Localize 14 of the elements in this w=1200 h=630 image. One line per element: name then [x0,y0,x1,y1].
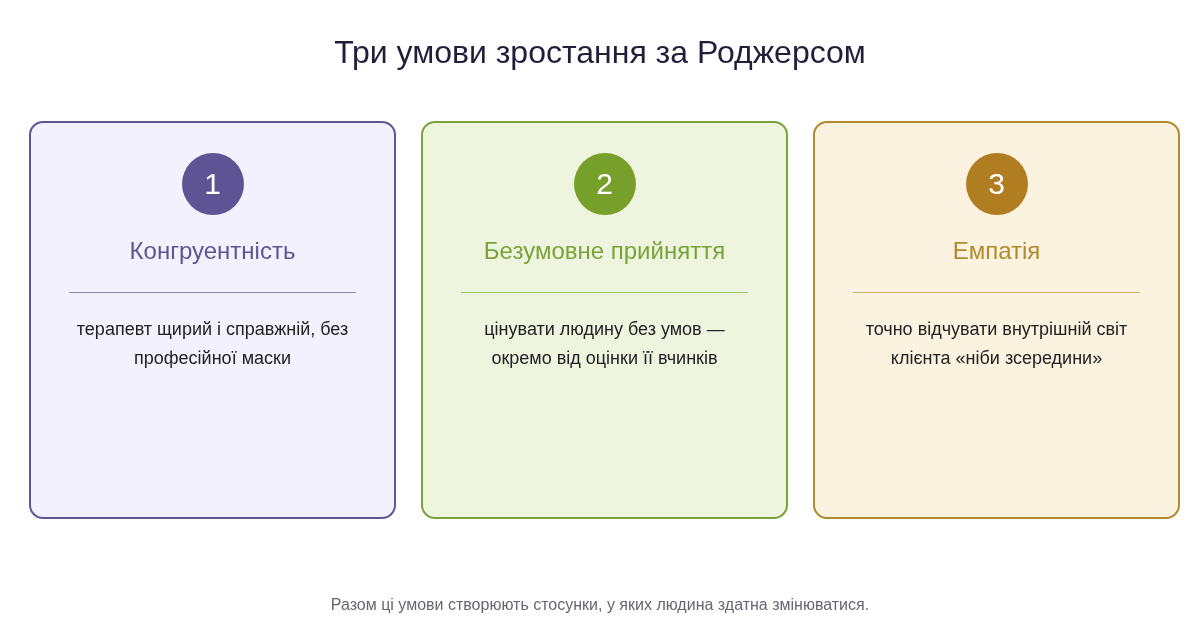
caption: Разом ці умови створюють стосунки, у яких людина здатна змінюватися. [329,596,871,614]
card-heading: Конгруентність [128,237,297,265]
card-heading: Безумовне прийняття [482,237,727,265]
card-description: терапевт щирий і справжній, без професійної маски [75,318,350,370]
card-heading: Емпатія [951,237,1042,265]
number-badge: 2 [573,153,636,215]
card-description: точно відчувати внутрішній світ клієнта «ніби зсередини» [864,318,1129,370]
condition-card [29,121,396,519]
number-badge: 3 [965,153,1028,215]
condition-card [813,121,1180,519]
diagram-title: Три умови зростання за Роджерсом [333,34,867,71]
card-description: цінувати людину без умов — окремо від оцінки її вчинків [483,318,726,370]
condition-card [421,121,788,519]
number-badge: 1 [181,153,244,215]
